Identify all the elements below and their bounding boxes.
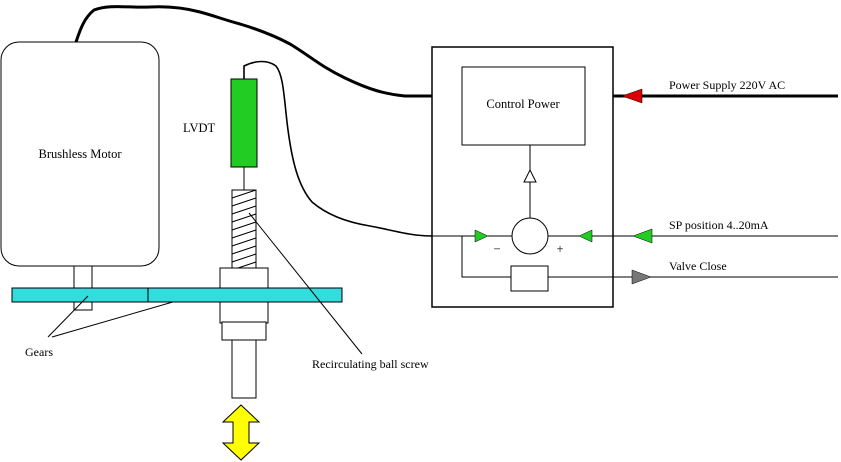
arrow-red-icon bbox=[621, 88, 643, 104]
ball-screw bbox=[231, 189, 257, 271]
power-cable bbox=[74, 5, 432, 98]
gear-left bbox=[11, 287, 149, 303]
summing-junction bbox=[511, 217, 549, 255]
arrow-green-icon bbox=[632, 228, 653, 244]
minus-sign: − bbox=[493, 242, 500, 256]
control-power-label: Control Power bbox=[486, 97, 560, 111]
double-arrow-vertical-icon bbox=[221, 404, 261, 461]
relay-block bbox=[510, 265, 549, 292]
valve-close-label: Valve Close bbox=[669, 259, 727, 273]
relay-loop bbox=[461, 236, 511, 278]
arrow-green-icon bbox=[474, 229, 489, 243]
gears-pointer-1 bbox=[47, 295, 89, 338]
ball-screw-pointer bbox=[248, 212, 363, 355]
lvdt-signal-cable bbox=[243, 60, 433, 237]
lvdt bbox=[230, 78, 258, 168]
output-rod bbox=[231, 339, 257, 399]
sp-position-label: SP position 4..20mA bbox=[669, 218, 769, 232]
gears-label: Gears bbox=[25, 345, 53, 359]
hollow-arrow-up-icon bbox=[523, 168, 537, 183]
plus-sign: + bbox=[556, 242, 563, 256]
ball-screw-label: Recirculating ball screw bbox=[312, 357, 429, 371]
gear-right-overlay bbox=[147, 287, 343, 303]
motor-label: Brushless Motor bbox=[39, 147, 123, 161]
arrow-grey-icon bbox=[631, 269, 652, 285]
control-power-block bbox=[461, 66, 586, 146]
lvdt-label: LVDT bbox=[183, 121, 216, 135]
power-supply-label: Power Supply 220V AC bbox=[669, 78, 785, 92]
nut-collar bbox=[221, 321, 267, 341]
